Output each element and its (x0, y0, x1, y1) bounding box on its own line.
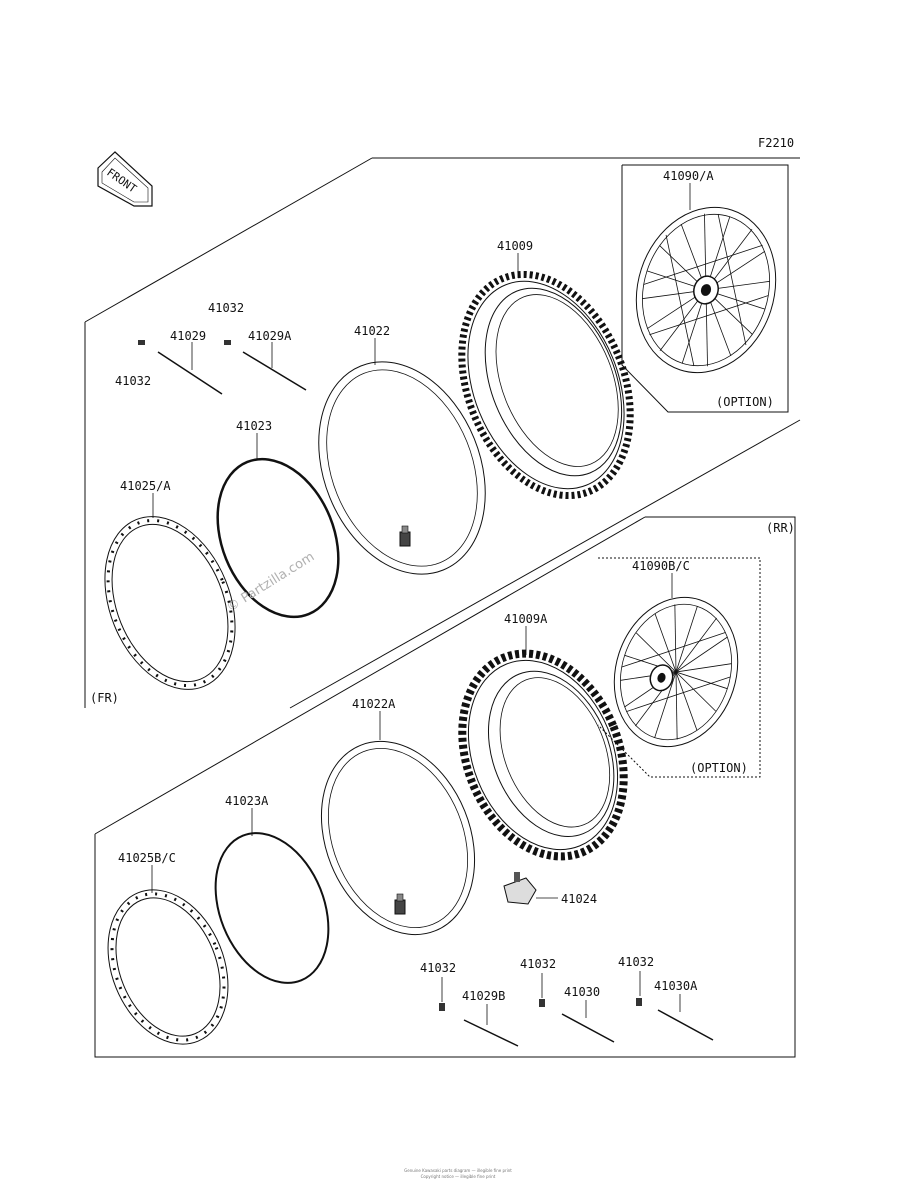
rear-rim-band (214, 832, 330, 984)
label-41024: 41024 (561, 892, 597, 906)
label-41032-top: 41032 (208, 301, 244, 315)
valve-stem-icon (394, 893, 406, 915)
front-rim-band (216, 457, 340, 619)
label-41029: 41029 (170, 329, 206, 343)
label-41025BC: 41025B/C (118, 851, 176, 865)
label-41030: 41030 (564, 985, 600, 999)
label-41029B: 41029B (462, 989, 505, 1003)
label-41023: 41023 (236, 419, 272, 433)
footer-copyright-1: Genuine Kawasaki parts diagram — illegib… (404, 1168, 512, 1173)
spoke-41030 (539, 973, 615, 1043)
front-rim (104, 516, 236, 690)
label-41032-b2: 41032 (520, 957, 556, 971)
figure-code: F2210 (758, 136, 794, 150)
front-tire (458, 270, 634, 500)
label-41032-b3: 41032 (618, 955, 654, 969)
rear-rim (107, 889, 229, 1045)
rear-section-border (94, 516, 796, 1058)
label-41090BC: 41090B/C (632, 559, 690, 573)
label-41032-left: 41032 (115, 374, 151, 388)
label-41025A: 41025/A (120, 479, 171, 493)
valve-stem-icon (399, 525, 411, 547)
spoke-41029 (138, 340, 223, 395)
option-label-rear: (OPTION) (690, 761, 748, 775)
spoke-41030A (636, 971, 714, 1041)
spoke-41029B (439, 977, 519, 1047)
label-41009: 41009 (497, 239, 533, 253)
label-41022: 41022 (354, 324, 390, 338)
label-41009A: 41009A (504, 612, 548, 626)
option-label-front: (OPTION) (716, 395, 774, 409)
label-41023A: 41023A (225, 794, 269, 808)
label-41029A: 41029A (248, 329, 292, 343)
fr-label: (FR) (90, 691, 119, 705)
footer-copyright-2: Copyright notice — illegible fine print (421, 1174, 496, 1179)
spoke-41029A (224, 340, 307, 391)
front-wheel-assembly (635, 206, 777, 374)
label-41022A: 41022A (352, 697, 396, 711)
rim-lock (503, 872, 558, 905)
front-arrow-icon: FRONT (97, 151, 153, 207)
option-box-front: (OPTION) (621, 164, 789, 413)
rear-wheel-assembly (613, 596, 739, 748)
label-41030A: 41030A (654, 979, 698, 993)
rr-label: (RR) (766, 521, 795, 535)
label-41032-b1: 41032 (420, 961, 456, 975)
option-box-rear: (OPTION) (597, 557, 761, 778)
rear-tube (320, 740, 476, 936)
label-41090A: 41090/A (663, 169, 714, 183)
front-tube (318, 361, 486, 575)
